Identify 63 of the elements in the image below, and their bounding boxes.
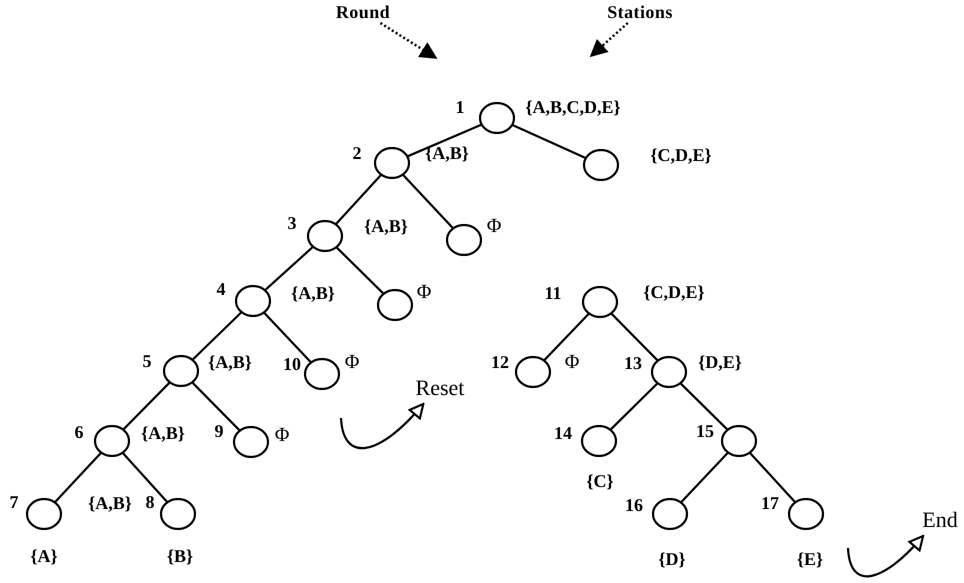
round-number: 13 — [624, 354, 642, 372]
round-number: 11 — [544, 284, 562, 302]
tree-branch — [402, 174, 454, 230]
station-set: {C} — [586, 472, 614, 490]
tree-branch — [263, 312, 312, 364]
tree-branch — [406, 124, 482, 158]
empty-set-label: Φ — [564, 352, 580, 372]
tree-branch — [680, 382, 728, 431]
tree-branch — [512, 124, 586, 160]
round-number: 14 — [554, 424, 572, 442]
round-number: 5 — [142, 352, 152, 370]
action-label: End — [922, 509, 958, 531]
round-number: 7 — [10, 493, 18, 511]
tree-branch — [122, 382, 171, 430]
station-set: {A,B} — [88, 494, 132, 512]
station-set: {A,B} — [291, 284, 335, 302]
station-set: {C,D,E} — [643, 283, 705, 301]
tree-branch — [336, 246, 384, 295]
round-number: 15 — [696, 422, 714, 440]
station-set: {D} — [658, 550, 686, 568]
curved-arrow — [846, 534, 924, 578]
round-number: 2 — [352, 144, 362, 162]
empty-set-label: Φ — [274, 425, 290, 445]
pointer-label: Stations — [607, 3, 673, 21]
round-number: 12 — [491, 353, 509, 371]
round-number: 16 — [625, 496, 643, 514]
tree-branch — [334, 174, 382, 226]
empty-set-label: Φ — [416, 282, 432, 302]
station-set: {A,B} — [425, 144, 469, 162]
tree-branch — [543, 312, 590, 362]
round-number: 8 — [146, 493, 154, 511]
pointer-label: Round — [336, 3, 390, 21]
round-number: 3 — [288, 214, 296, 232]
round-number: 9 — [214, 422, 224, 440]
station-set: {A,B} — [364, 217, 408, 235]
tree-branch — [122, 452, 168, 504]
station-set: {C,D,E} — [650, 146, 712, 164]
round-number: 1 — [456, 98, 464, 116]
tree-branch — [680, 452, 729, 504]
round-number: 10 — [283, 355, 301, 373]
curved-arrow — [340, 402, 424, 450]
tree-branch — [264, 246, 314, 292]
pointer-arrow — [380, 22, 438, 60]
round-number: 4 — [216, 280, 226, 298]
round-number: 6 — [74, 423, 84, 441]
pointer-arrow — [590, 22, 629, 58]
tree-branch — [192, 311, 242, 361]
station-set: {A,B} — [208, 353, 252, 371]
action-label: Reset — [416, 377, 464, 399]
empty-set-label: Φ — [486, 216, 502, 236]
station-set: {A} — [30, 547, 58, 565]
empty-set-label: Φ — [344, 352, 360, 372]
station-set: {A,B} — [141, 424, 185, 442]
tree-branch — [54, 452, 102, 504]
tree-branch — [610, 382, 658, 431]
round-number: 17 — [761, 494, 779, 512]
station-set: {A,B,C,D,E} — [525, 98, 621, 116]
tree-branch — [610, 312, 659, 362]
tree-branch — [748, 452, 796, 504]
station-set: {E} — [796, 550, 824, 568]
tree-branch — [191, 382, 241, 432]
station-set: {D,E} — [698, 353, 742, 371]
station-set: {B} — [166, 547, 194, 565]
